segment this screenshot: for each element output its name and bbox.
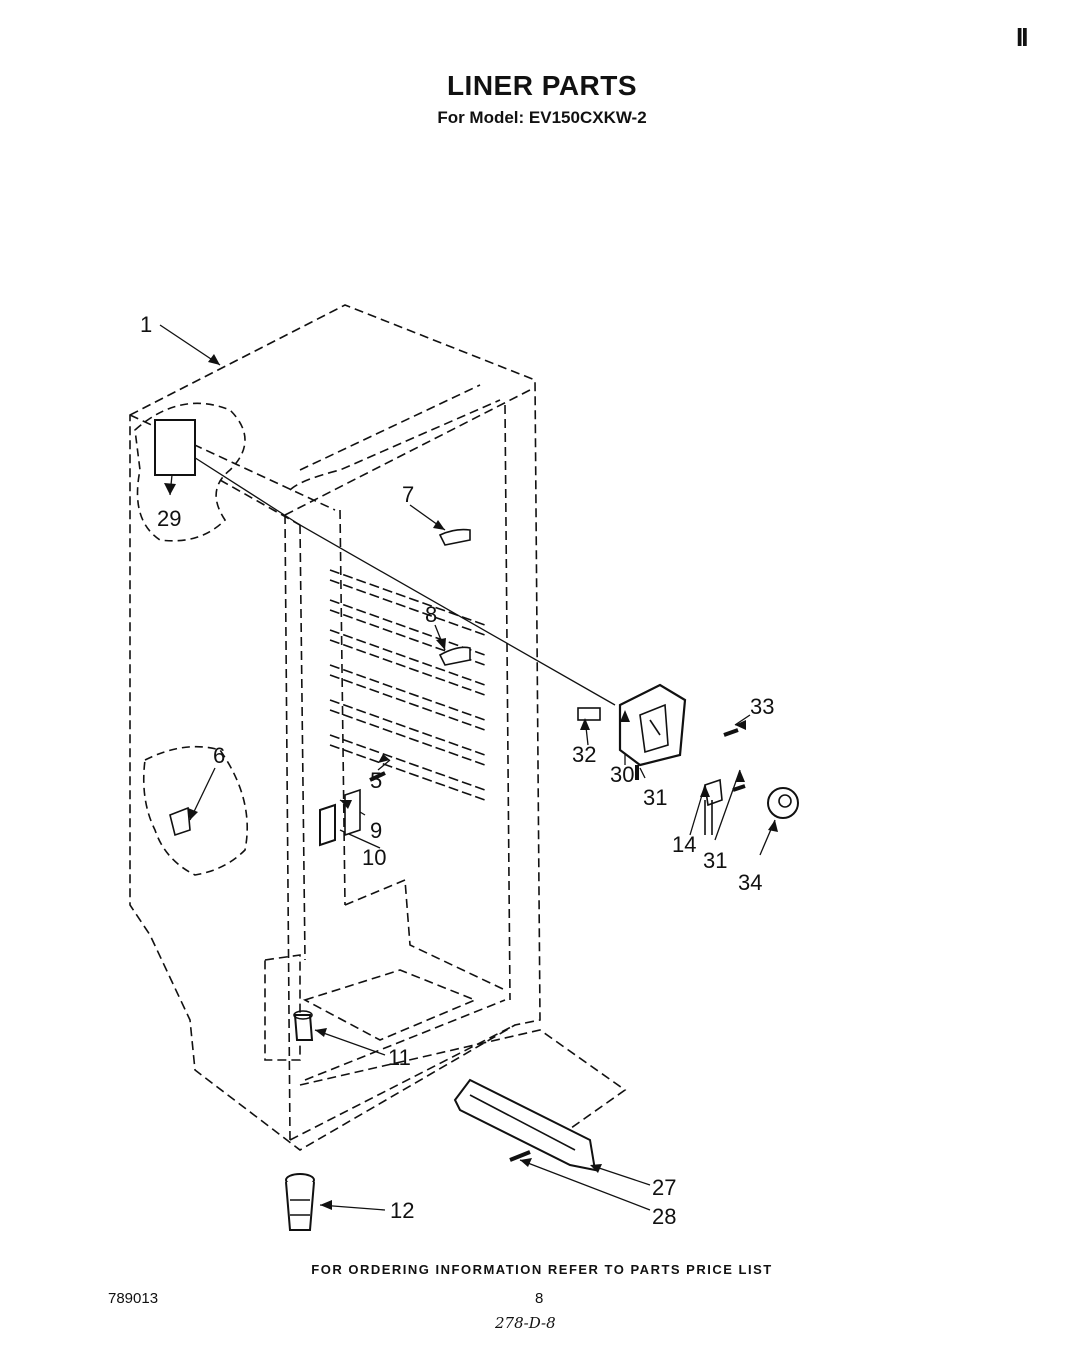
callout-8: 8 bbox=[425, 602, 437, 627]
hinge-7 bbox=[438, 528, 471, 546]
knob-34 bbox=[767, 787, 799, 819]
screw-31 bbox=[635, 765, 746, 792]
callout-12: 12 bbox=[390, 1198, 414, 1223]
page-title: LINER PARTS bbox=[446, 70, 638, 101]
shelf-rails bbox=[329, 569, 486, 801]
callout-9: 9 bbox=[370, 818, 382, 843]
corner-mark: II bbox=[1016, 22, 1029, 52]
handwritten-note: 278-D-8 bbox=[495, 1314, 556, 1332]
plate-29 bbox=[154, 419, 196, 476]
ordering-note: FOR ORDERING INFORMATION REFER TO PARTS … bbox=[311, 1262, 773, 1277]
hinge-8 bbox=[438, 646, 471, 666]
screw-28 bbox=[509, 1150, 531, 1162]
plug-11 bbox=[293, 1010, 314, 1041]
clip-6 bbox=[169, 806, 191, 837]
callout-labels: 1 29 7 8 6 5 9 10 11 12 27 28 32 30 31 1… bbox=[140, 312, 774, 1229]
arrowheads bbox=[164, 354, 778, 1210]
callout-30: 30 bbox=[610, 762, 634, 787]
callout-6: 6 bbox=[213, 743, 225, 768]
model-subtitle: For Model: EV150CXKW-2 bbox=[437, 108, 647, 127]
callout-29: 29 bbox=[157, 506, 181, 531]
callout-31a: 31 bbox=[643, 785, 667, 810]
callout-28: 28 bbox=[652, 1204, 676, 1229]
callout-10: 10 bbox=[362, 845, 386, 870]
thermostat-14 bbox=[704, 778, 723, 835]
document-code: 789013 bbox=[108, 1290, 159, 1307]
callout-33: 33 bbox=[750, 694, 774, 719]
callout-32: 32 bbox=[572, 742, 596, 767]
callout-11: 11 bbox=[388, 1045, 411, 1070]
part-32 bbox=[577, 707, 601, 721]
inset-detail-29 bbox=[134, 402, 246, 542]
callout-1: 1 bbox=[140, 312, 152, 337]
inset-detail-6 bbox=[142, 745, 248, 876]
bottom-compartment bbox=[264, 878, 627, 1151]
callout-34: 34 bbox=[738, 870, 762, 895]
callout-27: 27 bbox=[652, 1175, 676, 1200]
page-number: 8 bbox=[535, 1290, 544, 1307]
leader-lines bbox=[159, 324, 776, 1211]
drain-fitting-12 bbox=[285, 1173, 315, 1231]
callout-7: 7 bbox=[402, 482, 414, 507]
screw-33 bbox=[723, 728, 739, 737]
callout-5: 5 bbox=[370, 768, 382, 793]
callout-31b: 31 bbox=[703, 848, 727, 873]
control-box-30 bbox=[618, 683, 687, 767]
cabinet-liner bbox=[129, 304, 541, 1151]
callout-14: 14 bbox=[672, 832, 696, 857]
channel-27 bbox=[453, 1078, 597, 1172]
